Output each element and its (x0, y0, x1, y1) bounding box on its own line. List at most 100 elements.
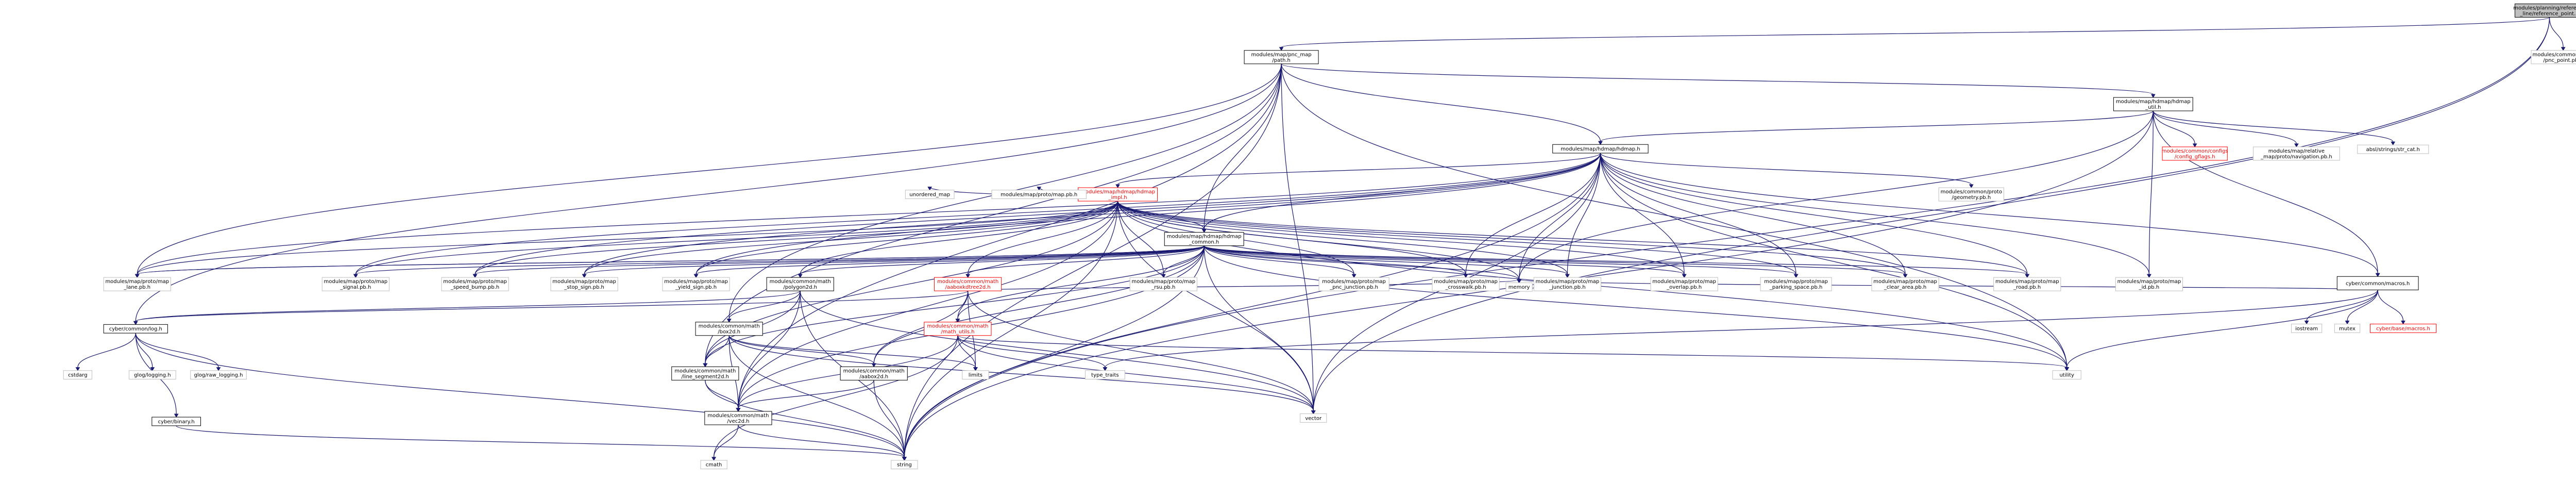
node-label: iostream (2295, 326, 2318, 332)
edge-line (474, 201, 1118, 275)
node-memory[interactable]: memory (1505, 282, 1533, 292)
node-box (766, 277, 834, 291)
edge-binary-to-string (176, 425, 907, 461)
node-mutex[interactable]: mutex (2334, 323, 2361, 333)
edge-line (738, 380, 874, 409)
node-pnc_junction_pb[interactable]: modules/map/proto/map_pnc_junction.pb.h (1318, 277, 1389, 291)
node-box2d[interactable]: modules/common/math/box2d.h (695, 322, 763, 336)
node-base_macros[interactable]: cyber/base/macros.h (2369, 323, 2437, 333)
node-cmath[interactable]: cmath (700, 460, 727, 470)
node-glog[interactable]: glog/logging.h (128, 370, 176, 379)
edge-line (957, 335, 1106, 368)
edge-arrowhead (798, 274, 803, 278)
node-glograw[interactable]: glog/raw_logging.h (190, 370, 247, 379)
node-hdmap_common[interactable]: modules/map/hdmap/hdmap_common.h (1164, 232, 1244, 246)
node-label: string (897, 462, 912, 468)
edge-line (135, 333, 219, 368)
edge-hdmap_common-to-junction_pb (1204, 245, 1570, 278)
node-unordered_map[interactable]: unordered_map (905, 190, 955, 199)
node-binary[interactable]: cyber/binary.h (151, 417, 201, 426)
edge-pnc_path-to-line_segment (703, 63, 1282, 368)
edge-line (1117, 201, 1797, 275)
edge-arrowhead (1103, 367, 1108, 371)
node-config_gflags[interactable]: modules/common/configs/config_gflags.h (2162, 146, 2228, 161)
node-hdmap_impl[interactable]: modules/map/hdmap/hdmap_impl.h (1078, 187, 1158, 202)
node-geometry_pb[interactable]: modules/common/proto/geometry.pb.h (1938, 187, 2004, 202)
node-label: modules/map/proto/map (1434, 279, 1498, 285)
node-str_cat[interactable]: absl/strings/str_cat.h (2357, 144, 2429, 154)
node-aaboxkdtree[interactable]: modules/common/math/aaboxkdtree2d.h (934, 277, 1002, 291)
node-label: _id.pb.h (2139, 285, 2160, 290)
node-crosswalk_pb[interactable]: modules/map/proto/map_crosswalk.pb.h (1432, 277, 1500, 291)
node-label: _overlap.pb.h (1666, 285, 1702, 290)
edge-line_segment-to-vec2d (705, 380, 741, 412)
edge-arrowhead (927, 187, 933, 191)
node-map_pb[interactable]: modules/map/proto/map.pb.h (991, 190, 1087, 199)
edge-line (713, 335, 958, 457)
node-parking_space_pb[interactable]: modules/map/proto/map_parking_space.pb.h (1760, 277, 1832, 291)
node-lane_pb[interactable]: modules/map/proto/map_lane.pb.h (103, 277, 171, 291)
node-macros[interactable]: cyber/common/macros.h (2336, 276, 2419, 290)
node-vec2d[interactable]: modules/common/math/vec2d.h (704, 411, 772, 425)
node-label: /aaboxkdtree2d.h (945, 285, 991, 290)
node-line_segment[interactable]: modules/common/math/line_segment2d.h (671, 366, 739, 380)
edge-arrowhead (472, 274, 478, 278)
node-cstdarg[interactable]: cstdarg (63, 370, 92, 379)
node-math_utils[interactable]: modules/common/math/math_utils.h (924, 322, 992, 336)
node-box (128, 370, 176, 379)
edge-hdmap_common-to-signal_pb (353, 245, 1205, 278)
node-root[interactable]: modules/planning/reference_line/referenc… (2513, 3, 2576, 18)
node-aabox2d[interactable]: modules/common/math/aabox2d.h (840, 366, 908, 380)
node-label: _junction.pb.h (1549, 285, 1586, 290)
edge-line (800, 245, 1205, 275)
edge-pnc_path-to-string (902, 63, 1282, 461)
edge-arrowhead (1201, 229, 1207, 233)
node-label: _stop_sign.pb.h (564, 285, 604, 290)
node-yield_sign_pb[interactable]: modules/map/proto/map_yield_sign.pb.h (662, 277, 730, 291)
edge-arrowhead (2150, 94, 2156, 98)
node-polygon2d[interactable]: modules/common/math/polygon2d.h (766, 277, 834, 291)
edge-arrowhead (1565, 274, 1570, 278)
node-limits[interactable]: limits (962, 370, 989, 379)
node-overlap_pb[interactable]: modules/map/proto/map_overlap.pb.h (1650, 277, 1718, 291)
node-hdmap_util[interactable]: modules/map/hdmap/hdmap_util.h (2113, 97, 2193, 111)
node-label: modules/map/proto/map (324, 279, 387, 285)
node-pnc_point[interactable]: modules/common/proto/pnc_point.pb.h (2531, 50, 2576, 64)
node-label: modules/map/hdmap/hdmap (2116, 99, 2191, 105)
node-stop_sign_pb[interactable]: modules/map/proto/map_stop_sign.pb.h (550, 277, 618, 291)
node-relative_map[interactable]: modules/map/relative_map/proto/navigatio… (2253, 146, 2340, 161)
node-label: modules/common/math (707, 413, 769, 419)
node-box (991, 190, 1087, 199)
node-log[interactable]: cyber/common/log.h (103, 324, 168, 334)
node-id_pb[interactable]: modules/map/proto/map_id.pb.h (2115, 277, 2183, 291)
node-iostream[interactable]: iostream (2291, 323, 2323, 333)
node-speed_bump_pb[interactable]: modules/map/proto/map_speed_bump.pb.h (441, 277, 509, 291)
node-rsu_pb[interactable]: modules/map/proto/map_rsu.pb.h (1129, 277, 1197, 291)
edge-line (1117, 201, 1520, 280)
node-clear_area_pb[interactable]: modules/map/proto/map_clear_area.pb.h (1871, 277, 1939, 291)
node-label: modules/map/proto/map (664, 279, 728, 285)
node-road_pb[interactable]: modules/map/proto/map_road.pb.h (1993, 277, 2061, 291)
node-hdmap[interactable]: modules/map/hdmap/hdmap.h (1552, 144, 1649, 154)
edge-line (1204, 245, 1466, 275)
node-label: /pnc_point.pb.h (2543, 58, 2576, 63)
edge-hdmap_common-to-speed_bump_pb (472, 245, 1205, 278)
node-string[interactable]: string (891, 460, 918, 470)
edge-line (904, 201, 1118, 457)
node-label: modules/map/proto/map (443, 279, 507, 285)
edge-line (77, 333, 136, 368)
node-box (1993, 277, 2061, 291)
node-pnc_path[interactable]: modules/map/pnc_map/path.h (1244, 50, 1319, 64)
edge-arrowhead (973, 367, 978, 371)
node-vector[interactable]: vector (1300, 413, 1327, 423)
edge-line (137, 153, 1601, 275)
node-utility[interactable]: utility (2052, 370, 2081, 379)
node-junction_pb[interactable]: modules/map/proto/map_junction.pb.h (1533, 277, 1601, 291)
edge-line (135, 63, 1282, 322)
edge-line (957, 335, 976, 368)
edge-line (738, 63, 1282, 408)
node-label: _road.pb.h (2013, 285, 2041, 290)
node-signal_pb[interactable]: modules/map/proto/map_signal.pb.h (321, 277, 389, 291)
node-label: modules/map/proto/map (552, 279, 616, 285)
node-type_traits[interactable]: type_traits (1084, 370, 1125, 379)
